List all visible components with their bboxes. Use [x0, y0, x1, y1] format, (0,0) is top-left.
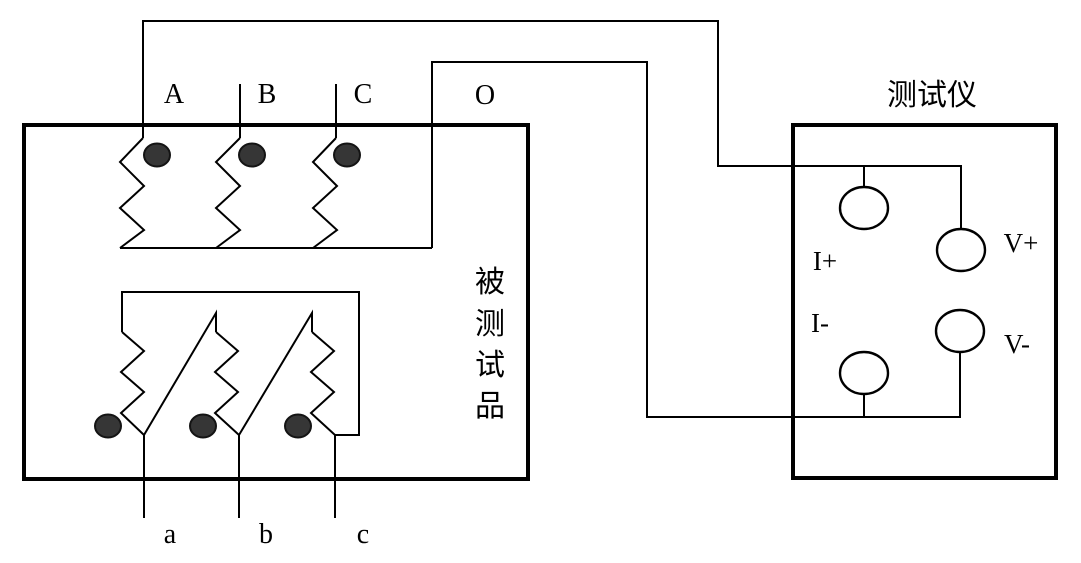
label-terminal-c: c — [357, 519, 369, 550]
label-terminal-B: B — [258, 79, 277, 110]
tester-title: 测试仪 — [887, 79, 977, 112]
winding-hv-a-zigzag — [118, 137, 146, 249]
polarity-dot-hv-c — [333, 142, 361, 168]
device-label-char-3: 试 — [475, 349, 505, 382]
lv-delta-loop — [121, 291, 360, 436]
label-v-minus: V- — [1004, 329, 1030, 359]
polarity-dot-hv-a — [143, 142, 171, 168]
winding-hv-c-zigzag — [311, 137, 339, 249]
device-label-char-1: 被 — [475, 266, 505, 299]
wire-a-to-tester — [142, 20, 962, 229]
label-i-plus: I+ — [813, 246, 837, 276]
label-terminal-a: a — [164, 519, 177, 550]
label-i-minus: I- — [811, 308, 829, 338]
label-terminal-A: A — [164, 79, 185, 110]
lv-delta-link-b-c — [238, 309, 313, 436]
terminal-v-minus-circle — [934, 308, 986, 354]
winding-lv-a-zigzag — [119, 331, 146, 436]
winding-hv-b-zigzag — [214, 137, 242, 249]
terminal-i-plus-circle — [838, 185, 890, 231]
label-v-plus: V+ — [1004, 228, 1039, 258]
label-terminal-C: C — [354, 79, 373, 110]
label-terminal-b: b — [259, 519, 273, 550]
terminal-i-minus-circle — [838, 350, 890, 396]
tester-box — [791, 123, 1058, 480]
polarity-dot-hv-b — [238, 142, 266, 168]
terminal-v-plus-circle — [935, 227, 987, 273]
polarity-dot-lv-c — [284, 413, 312, 439]
device-under-test-box — [22, 123, 530, 481]
winding-lv-c-zigzag — [309, 331, 336, 436]
polarity-dot-lv-a — [94, 413, 122, 439]
winding-lv-b-zigzag — [213, 331, 240, 436]
label-terminal-O: O — [475, 80, 495, 111]
device-label-char-4: 品 — [475, 390, 505, 423]
lv-delta-link-a-b — [143, 309, 217, 436]
wire-o-to-tester — [431, 61, 961, 418]
device-label-char-2: 测 — [475, 308, 505, 341]
polarity-dot-lv-b — [189, 413, 217, 439]
